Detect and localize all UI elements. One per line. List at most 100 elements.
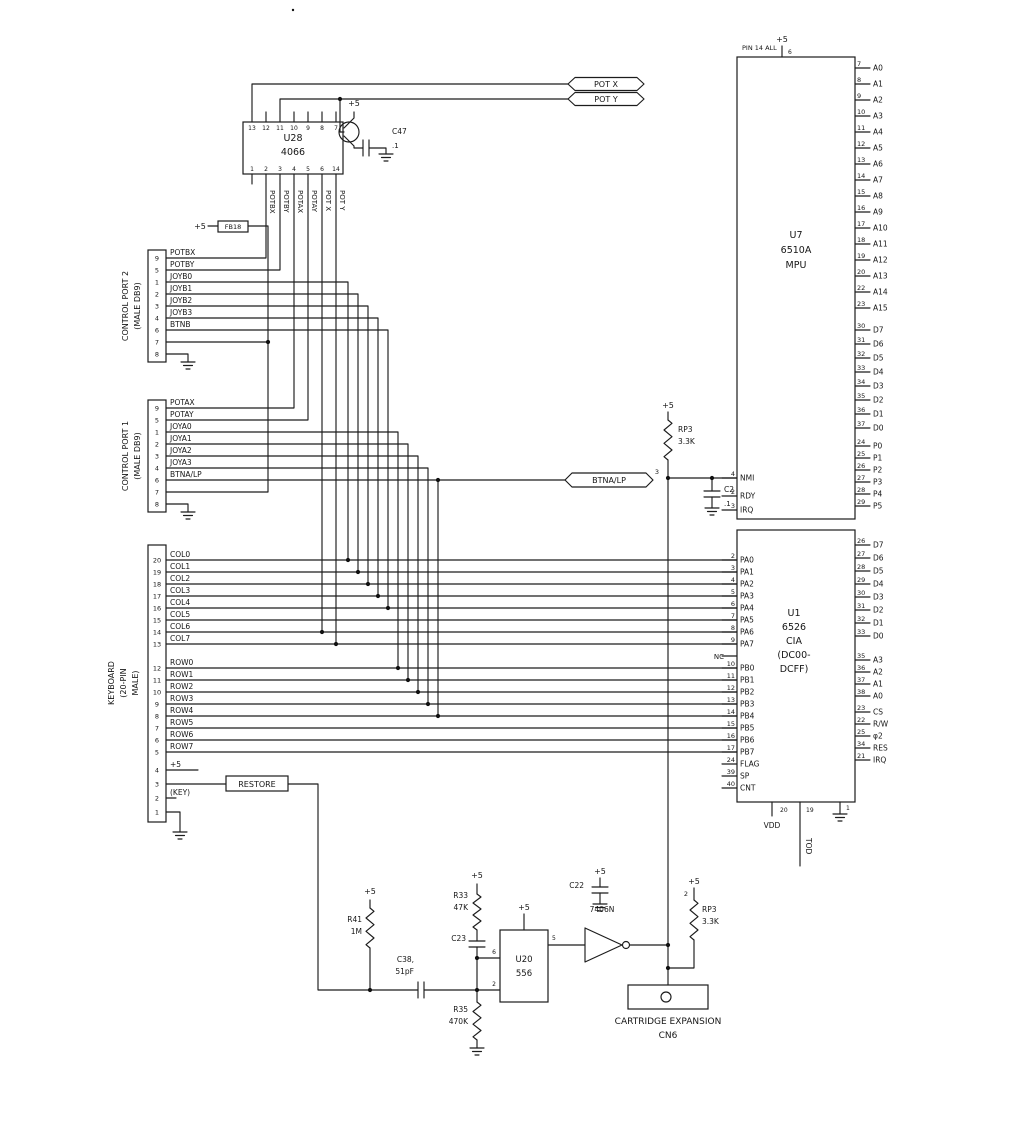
junction-dot [355,569,361,575]
ic-title: CIA [786,636,802,647]
junction-dot [385,605,391,611]
plus5-label: +5 [364,887,376,896]
pin-number: 25 [857,450,865,458]
connector-pin-number: 2 [155,795,159,803]
pin-label: D5 [873,567,884,576]
label-vdd: VDD [764,821,781,830]
resistor-rp3-upper [663,419,673,461]
junction-dot [333,641,339,647]
pin-number: 10 [857,108,865,116]
connector-signal-label: ROW0 [170,658,194,667]
pin-number: 29 [857,576,865,584]
ic-title: U1 [788,608,801,619]
signal-flag-label: POT Y [594,95,618,104]
label-fb18: FB18 [225,223,241,231]
pin-number: 38 [857,688,865,696]
connector-signal-label: ROW5 [170,718,194,727]
pin-number: 1 [250,166,254,173]
pin-number: 19 [857,252,865,260]
pin-number: 28 [857,563,865,571]
label-c2: C2 [724,485,734,494]
connector-signal-label: +5 [170,760,181,769]
inverter-7406 [584,927,623,963]
connector-pin-number: 15 [153,617,161,625]
pin-label: A13 [873,272,888,281]
signal-flag-potx [567,76,645,92]
pin-number: 13 [248,125,256,132]
connector-signal-label: COL7 [170,634,190,643]
label-tod: TOD [804,837,813,854]
connector-pin-number: 8 [155,501,159,509]
pin-label: PB0 [740,664,755,673]
pin-number: 16 [857,204,865,212]
resistor-r41 [365,907,375,949]
connector-pin-number: 1 [155,809,159,817]
pin-number: 27 [857,474,865,482]
pin-number: 33 [857,628,865,636]
wire [165,503,189,513]
label: 51pF [395,967,414,976]
pin-number: 36 [857,664,865,672]
pin-number: 26 [857,537,865,545]
pin-number: 8 [857,76,861,84]
pin-label: PB7 [740,748,755,757]
ic-title: MPU [786,260,807,271]
pin-label: φ2 [873,732,883,741]
pin-label: A10 [873,224,888,233]
pin-number: 11 [857,124,865,132]
pin-number: 24 [857,438,865,446]
connector-side-label: KEYBOARD [107,661,116,705]
connector-pin-number: 7 [155,339,159,347]
signal-flag-label: POT X [594,80,619,89]
label: 3.3K [702,917,720,926]
wire [165,467,429,705]
connector-pin-number: 8 [155,351,159,359]
connector-signal-label: JOYA3 [169,458,192,467]
pin-number: 9 [731,636,735,644]
pin-label: D4 [873,580,884,589]
connector-signal-label: BTNB [170,320,190,329]
label-7406: 7406N [590,905,615,914]
pin-number: 2 [731,488,735,496]
pin-number: 10 [727,660,735,668]
pin-label: D2 [873,396,884,405]
junction-dot [435,477,441,483]
junction-dot [405,677,411,683]
pin-number: 12 [727,684,735,692]
connector-signal-label: POTAX [170,398,195,407]
label-cartridge-expansion: CARTRIDGE EXPANSION [615,1017,722,1027]
pin-number: 7 [334,125,338,132]
label-rp3-lower: RP3 [702,905,717,914]
label-cn6: CN6 [659,1031,678,1041]
pin-label: PA4 [740,604,754,613]
plus5-label: +5 [518,903,530,912]
label: 3.3K [678,437,696,446]
label: 470K [449,1017,469,1026]
connector-pin-number: 6 [155,477,159,485]
pin-label: A9 [873,208,883,217]
connector-signal-label: ROW6 [170,730,194,739]
wire [165,329,389,609]
pin-label: R/W [873,720,889,729]
junction-dot [395,665,401,671]
junction-dot [319,629,325,635]
plus5-label: +5 [662,401,674,410]
pin-number: 37 [857,676,865,684]
connector-pin-number: 13 [153,641,161,649]
pin-label: PA5 [740,616,754,625]
pin-label: A7 [873,176,883,185]
label-rp3-upper: RP3 [678,425,693,434]
junction-dot [474,987,480,993]
ic-title: U7 [790,230,803,241]
connector-signal-label: ROW1 [170,670,194,679]
pin-label: PB6 [740,736,755,745]
pin-label: PB4 [740,712,755,721]
pin-number: 29 [857,498,865,506]
pin-label: D0 [873,632,884,641]
connector-signal-label: ROW7 [170,742,194,751]
connector-pin-number: 19 [153,569,161,577]
pin-number: 16 [727,732,735,740]
ic-title: 6510A [781,245,812,256]
ic-title: DCFF) [780,664,809,675]
pin-number: 13 [727,696,735,704]
